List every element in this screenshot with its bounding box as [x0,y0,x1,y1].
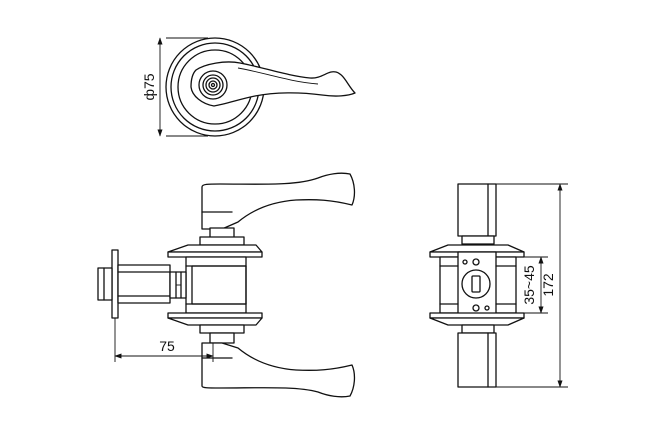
side-view: 75 [97,172,356,398]
upper-rosette-cap [199,236,245,246]
cylinder-ring-3 [208,80,218,90]
lower-lever [201,342,356,398]
latch-faceplate [111,249,119,319]
front-lever [190,61,356,107]
cylinder-core [210,82,216,88]
pin-hole-br [484,305,490,311]
cylinder-ring-2 [205,77,221,93]
screw-hole-top [472,258,480,266]
upper-lever [201,172,356,230]
height-label: 172 [540,273,556,297]
edge-upper-flange [429,244,525,253]
cylinder-ring-1 [202,74,224,96]
lower-neck [209,332,235,344]
edge-upper-handle [457,183,497,237]
lower-rosette-base [167,312,263,319]
edge-lower-neck [461,324,495,334]
edge-upper-neck [461,235,495,245]
upper-rosette-flange [167,244,263,253]
screw-hole-bottom [472,304,480,312]
latch-housing [117,264,171,304]
edge-view: 35~45 172 [429,183,568,388]
diameter-label: ф75 [141,73,157,100]
edge-lower-handle [457,332,497,388]
edge-lower-base [429,312,525,319]
lower-rosette-cap [199,324,245,334]
edge-lower-flange [429,317,525,326]
spindle-square [471,275,481,293]
backset-label: 75 [159,338,175,354]
lower-rosette-flange [167,317,263,326]
upper-rosette-base [167,251,263,258]
front-view: ф75 [141,37,356,137]
pin-hole-tl [462,259,468,265]
thickness-label: 35~45 [521,265,537,305]
latch-bolt [97,267,113,301]
lever-highlight [237,67,319,85]
